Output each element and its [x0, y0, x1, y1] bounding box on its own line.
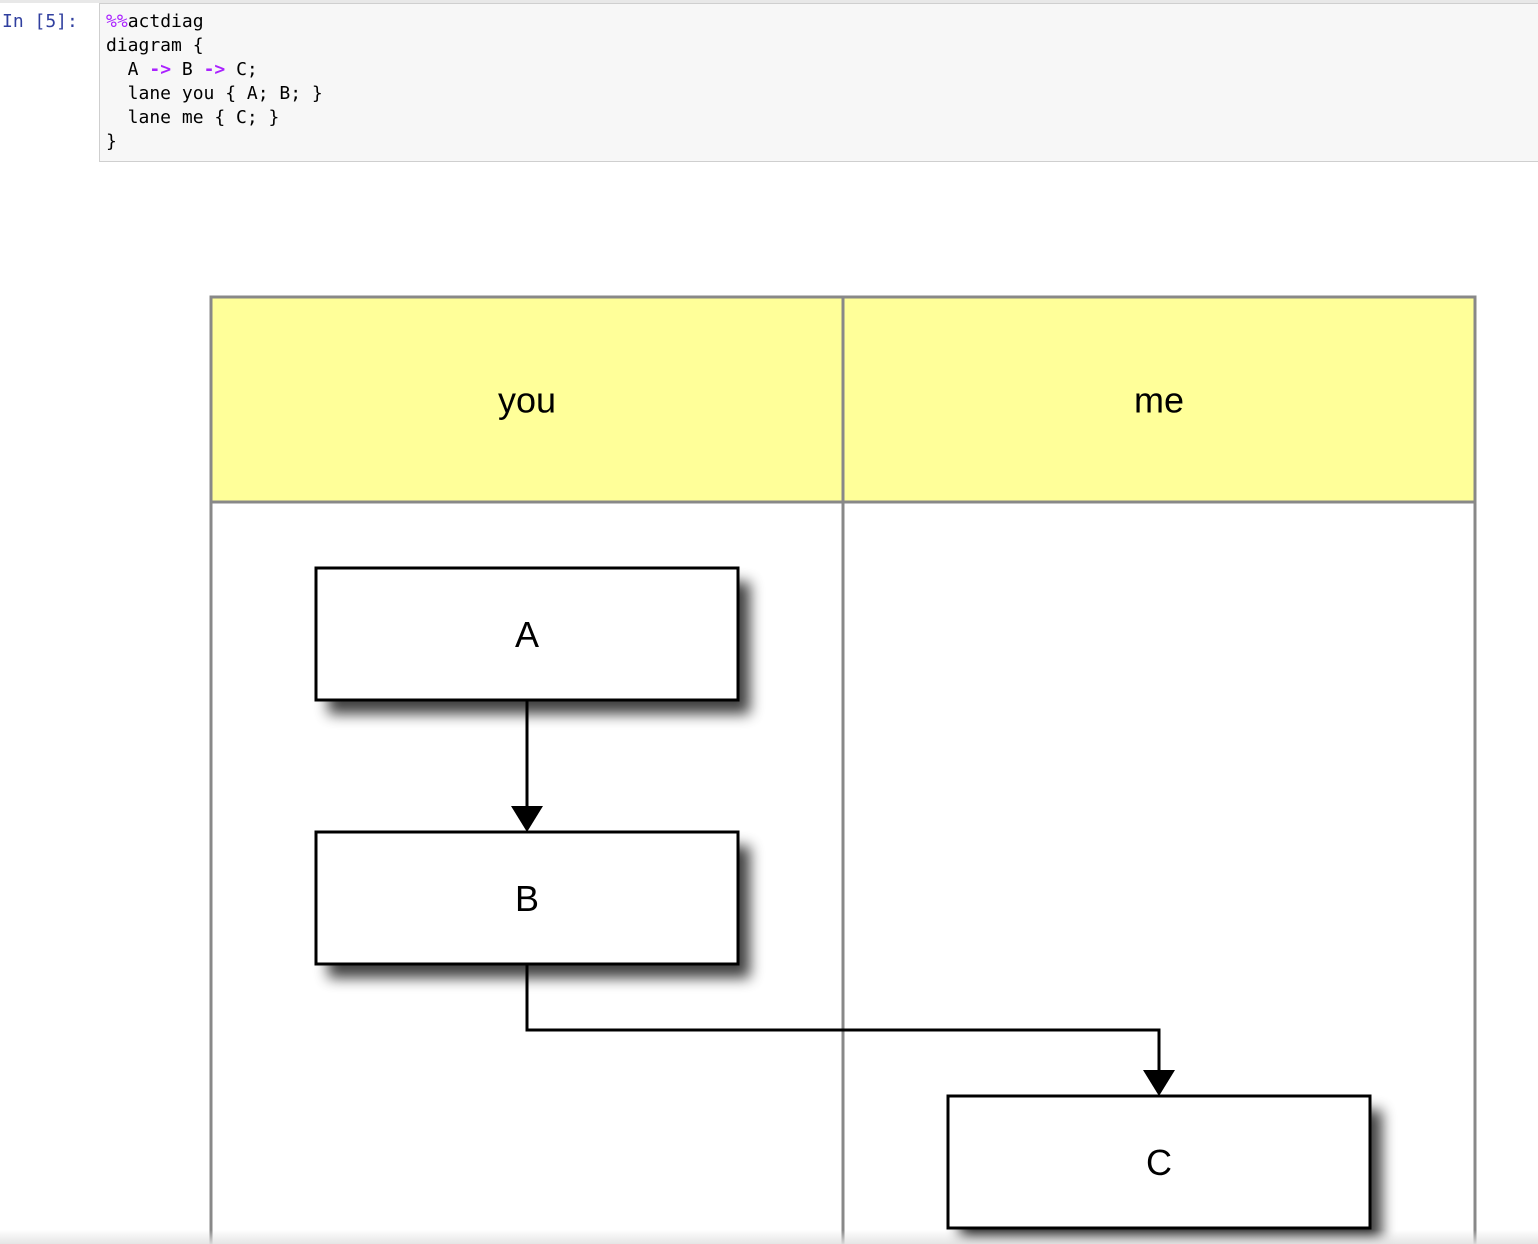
- code-token: }: [106, 131, 117, 152]
- code-token: %%: [106, 11, 128, 32]
- node-box-C: [946, 1094, 1372, 1230]
- node-box-B: [314, 830, 740, 966]
- code-line: }: [106, 130, 323, 154]
- input-prompt: In [5]:: [2, 11, 78, 32]
- code-line: %%actdiag: [106, 10, 323, 34]
- edge-B-C: [525, 964, 1161, 1070]
- code-line: A -> B -> C;: [106, 58, 323, 82]
- code-line: diagram {: [106, 34, 323, 58]
- lane-body-me: [841, 500, 1477, 1244]
- lane-title-me: me: [1134, 380, 1184, 421]
- arrowhead: [1143, 1070, 1175, 1096]
- cell-output: you me A B C: [0, 163, 1538, 1244]
- node-label-A: A: [515, 614, 539, 655]
- code-token: diagram {: [106, 35, 204, 56]
- code-token: ->: [203, 59, 226, 80]
- code-token: lane you { A; B; }: [106, 83, 323, 104]
- cell-top-border: [0, 0, 1538, 3]
- code-token: actdiag: [127, 11, 204, 32]
- code-token: ->: [149, 59, 172, 80]
- lane-title-you: you: [498, 380, 556, 421]
- code-line: lane me { C; }: [106, 106, 323, 130]
- actdiag-diagram: you me A B C: [209, 295, 1477, 1244]
- lane-header-me: [841, 295, 1477, 504]
- code-line: lane you { A; B; }: [106, 82, 323, 106]
- code-token: C;: [225, 59, 258, 80]
- code-token: A: [106, 59, 150, 80]
- code-token: lane me { C; }: [106, 107, 280, 128]
- arrowhead: [511, 806, 543, 832]
- node-label-B: B: [515, 878, 539, 919]
- node-label-C: C: [1146, 1142, 1172, 1183]
- code-token: B: [171, 59, 204, 80]
- node-box-A: [314, 566, 740, 702]
